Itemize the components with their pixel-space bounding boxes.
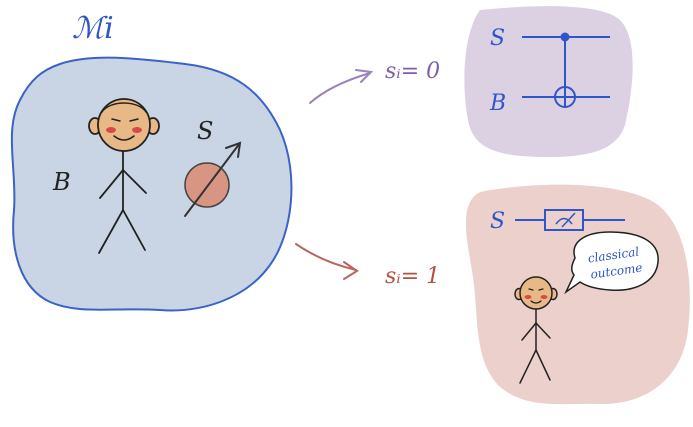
purple-blob-shape	[464, 6, 633, 158]
branch-one-label: sᵢ= 1	[385, 264, 440, 289]
main-blob-shape	[10, 56, 293, 312]
purple-top-wire-label: S	[490, 26, 505, 51]
pink-wire-label: S	[490, 209, 505, 234]
measurement-circuit	[515, 209, 625, 231]
measurement-meter-icon	[544, 209, 584, 231]
purple-blob: S B	[464, 6, 633, 158]
observer-label: B	[52, 168, 71, 196]
main-blob: ℳi B S	[10, 11, 293, 312]
small-stick-figure-icon	[514, 276, 558, 384]
purple-bottom-wire-label: B	[489, 91, 506, 116]
cnot-circuit	[522, 32, 610, 108]
pink-blob: S classical outcome	[465, 184, 690, 405]
main-blob-title: ℳi	[72, 11, 114, 46]
arrow-to-one	[295, 243, 359, 280]
target-icon	[554, 86, 576, 108]
spin-particle-icon	[184, 141, 242, 217]
stick-figure-icon	[88, 98, 160, 254]
branch-zero-label: sᵢ= 0	[385, 59, 440, 84]
arrow-to-zero	[309, 69, 374, 104]
speech-bubble-icon: classical outcome	[564, 231, 659, 295]
system-label: S	[197, 117, 213, 145]
